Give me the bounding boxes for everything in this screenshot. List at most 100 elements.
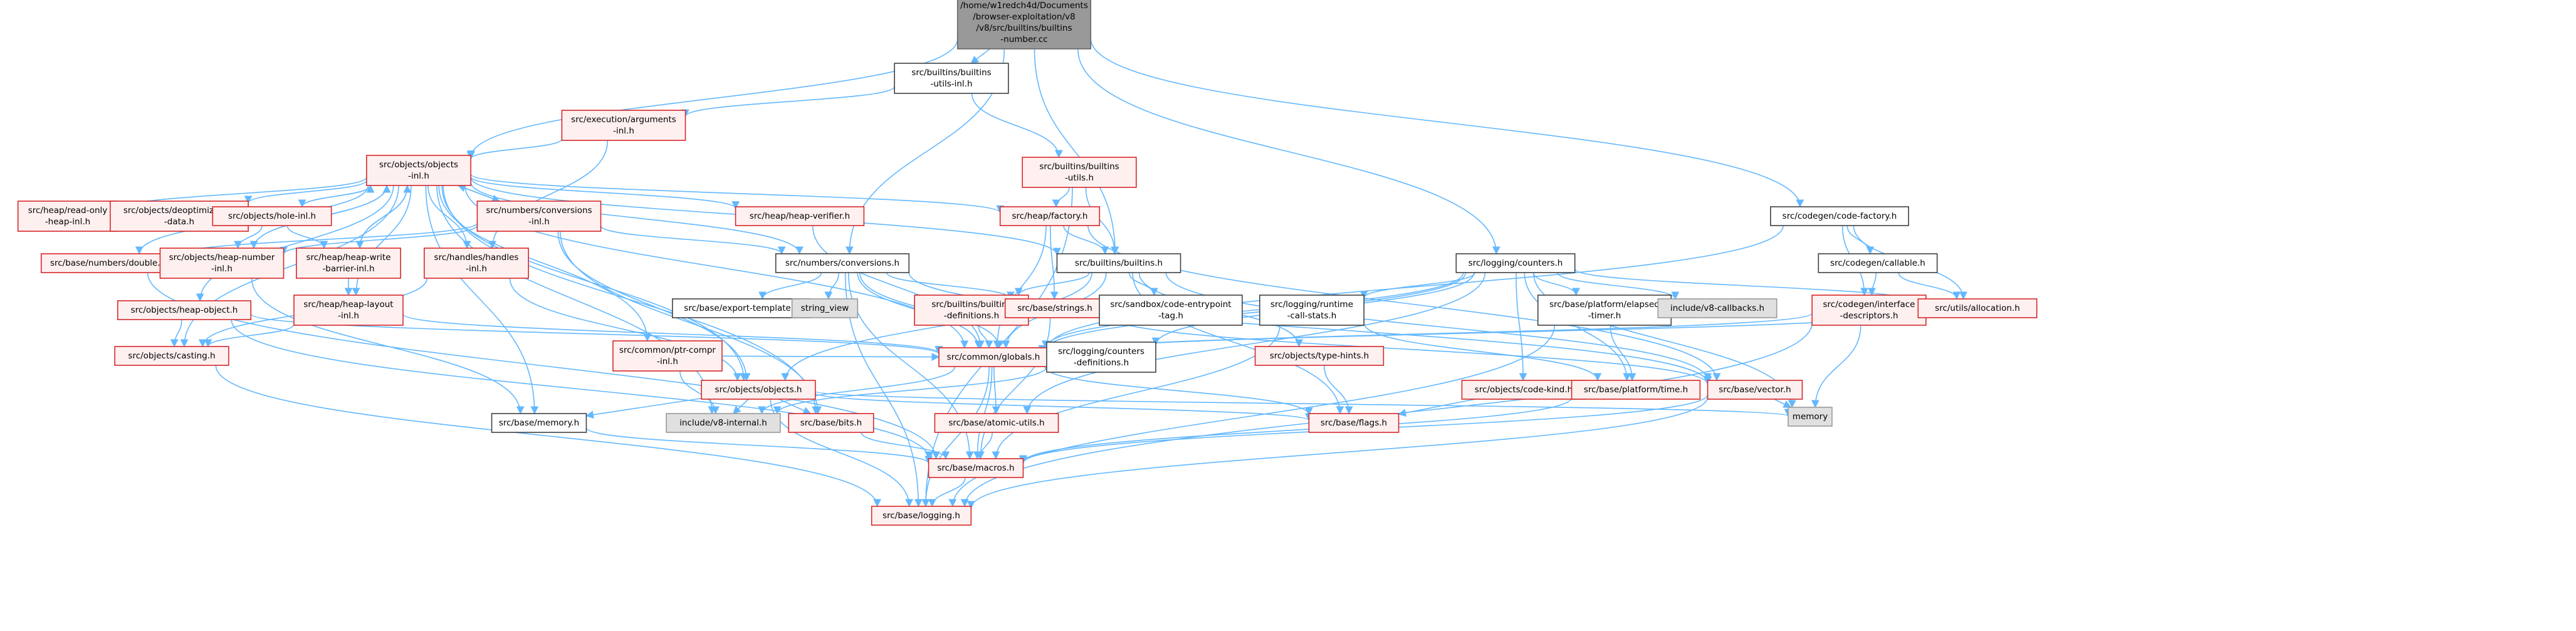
node-hole-inl[interactable]: src/objects/hole-inl.h [212, 206, 332, 226]
edge-heap-layout-to-casting [204, 324, 295, 348]
node-box [1259, 295, 1364, 326]
node-ptr-compr[interactable]: src/common/ptr-compr-inl.h [612, 340, 723, 372]
node-heap-layout[interactable]: src/heap/heap-layout-inl.h [293, 295, 404, 326]
edge-builtins-h-to-objects-h [781, 272, 1093, 382]
node-logging-h[interactable]: src/base/logging.h [871, 506, 972, 526]
node-exec-args[interactable]: src/execution/arguments-inl.h [561, 110, 686, 141]
edge-base-memory-to-macros [585, 427, 933, 464]
node-globals[interactable]: src/common/globals.h [938, 347, 1049, 367]
node-base-bits[interactable]: src/base/bits.h [788, 413, 874, 433]
node-base-memory[interactable]: src/base/memory.h [491, 413, 587, 433]
node-label: src/base/vector.h [1719, 385, 1791, 395]
edge-bu-utils-inl-to-bu-utils [971, 93, 1063, 159]
node-builtins-h[interactable]: src/builtins/builtins.h [1056, 253, 1181, 273]
node-v8-callbacks[interactable]: include/v8-callbacks.h [1657, 298, 1778, 318]
node-codegen-factory[interactable]: src/codegen/code-factory.h [1770, 206, 1909, 226]
node-string-view[interactable]: string_view [791, 298, 859, 318]
node-heap-verifier[interactable]: src/heap/heap-verifier.h [735, 206, 865, 226]
node-elapsed-timer[interactable]: src/base/platform/elapsed-timer.h [1537, 295, 1672, 326]
node-box [1308, 413, 1400, 433]
node-label: -inl.h [466, 264, 487, 274]
node-box [296, 248, 401, 279]
node-box [735, 206, 865, 226]
edges-layer [113, 38, 1967, 509]
node-box [1455, 253, 1576, 273]
edge-logging-counters-to-runtime-callstats [1359, 272, 1475, 300]
node-root: /home/w1redch4d/Documents/browser-exploi… [956, 0, 1092, 50]
node-label: src/base/macros.h [937, 463, 1014, 473]
node-vector[interactable]: src/base/vector.h [1707, 380, 1803, 400]
edge-macros-to-logging-h [928, 477, 966, 508]
edge-heap-factory-to-base-strings [1050, 225, 1059, 300]
edge-numconv-inl-to-base-bits [560, 231, 822, 415]
node-label: src/builtins/builtins [1039, 162, 1119, 172]
node-atomic-utils[interactable]: src/base/atomic-utils.h [934, 413, 1059, 433]
node-double[interactable]: src/base/numbers/double.h [40, 253, 175, 273]
node-numconv-inl[interactable]: src/numbers/conversions-inl.h [476, 201, 602, 232]
edge-bu-utils-to-builtins-h [1085, 187, 1119, 255]
node-label: src/base/numbers/double.h [50, 258, 165, 268]
node-utils-alloc[interactable]: src/utils/allocation.h [1917, 298, 2038, 318]
node-write-barrier[interactable]: src/heap/heap-write-barrier-inl.h [296, 248, 401, 279]
node-label: src/base/logging.h [882, 511, 960, 521]
node-heap-object[interactable]: src/objects/heap-object.h [117, 300, 252, 320]
edge-logging-counters-to-v8-callbacks [1557, 272, 1680, 300]
node-runtime-callstats[interactable]: src/logging/runtime-call-stats.h [1259, 295, 1364, 326]
node-label: -inl.h [657, 357, 678, 367]
node-memory-std[interactable]: memory [1788, 407, 1833, 427]
node-obj-inl[interactable]: src/objects/objects-inl.h [366, 155, 471, 186]
node-box [1461, 380, 1586, 400]
node-objects-h[interactable]: src/objects/objects.h [701, 380, 816, 400]
edge-base-strings-to-vector [1104, 314, 1712, 385]
node-box [1046, 342, 1156, 373]
node-heap-factory[interactable]: src/heap/factory.h [999, 206, 1101, 226]
edge-heap-object-to-casting [170, 319, 182, 348]
node-label: -utils.h [1065, 173, 1094, 183]
node-macros[interactable]: src/base/macros.h [928, 458, 1024, 478]
node-counters-defs[interactable]: src/logging/counters-definitions.h [1046, 342, 1156, 373]
node-box [293, 295, 404, 326]
node-heapnum-inl[interactable]: src/objects/heap-number-inl.h [159, 248, 285, 279]
edge-code-kind-to-flags [1398, 399, 1476, 417]
edge-logging-counters-to-atomic-utils [1023, 272, 1486, 415]
node-box [1770, 206, 1909, 226]
node-box [1004, 298, 1106, 318]
node-logging-counters[interactable]: src/logging/counters.h [1455, 253, 1576, 273]
node-box [928, 458, 1024, 478]
node-label: src/numbers/conversions.h [785, 258, 899, 268]
node-box [1811, 295, 1927, 326]
node-code-kind[interactable]: src/objects/code-kind.h [1461, 380, 1586, 400]
node-handles-inl[interactable]: src/handles/handles-inl.h [424, 248, 529, 279]
node-label: -barrier-inl.h [322, 264, 374, 274]
node-box [934, 413, 1059, 433]
edge-objects-h-to-v8-internal [732, 399, 749, 414]
node-flags[interactable]: src/base/flags.h [1308, 413, 1400, 433]
node-heap-readonly[interactable]: src/heap/read-only-heap-inl.h [17, 201, 118, 232]
edge-vector-to-memory-std [1774, 399, 1792, 408]
node-base-strings[interactable]: src/base/strings.h [1004, 298, 1106, 318]
node-casting[interactable]: src/objects/casting.h [114, 346, 229, 366]
node-label: src/objects/heap-object.h [131, 305, 238, 315]
node-label: -definitions.h [1074, 358, 1129, 368]
node-label: src/base/strings.h [1017, 303, 1092, 313]
node-box [212, 206, 332, 226]
node-numconv[interactable]: src/numbers/conversions.h [775, 253, 910, 273]
node-v8-internal[interactable]: include/v8-internal.h [666, 413, 781, 433]
node-platform-time[interactable]: src/base/platform/time.h [1571, 380, 1701, 400]
node-box [114, 346, 229, 366]
node-bu-utils-inl[interactable]: src/builtins/builtins-utils-inl.h [894, 63, 1009, 94]
node-bu-utils[interactable]: src/builtins/builtins-utils.h [1022, 157, 1137, 188]
node-sandbox-entry[interactable]: src/sandbox/code-entrypoint-tag.h [1099, 295, 1243, 326]
node-label: -timer.h [1588, 311, 1621, 321]
node-label: src/heap/heap-verifier.h [750, 211, 850, 221]
node-type-hints[interactable]: src/objects/type-hints.h [1254, 346, 1385, 366]
node-box [1571, 380, 1701, 400]
edge-codegen-callable-to-iface-desc [1868, 272, 1877, 296]
node-label: src/builtins/builtins.h [1075, 258, 1163, 268]
node-iface-desc[interactable]: src/codegen/interface-descriptors.h [1811, 295, 1927, 326]
node-label: src/handles/handles [434, 253, 519, 263]
node-codegen-callable[interactable]: src/codegen/callable.h [1818, 253, 1938, 273]
node-label: src/objects/hole-inl.h [228, 211, 316, 221]
node-export-template[interactable]: src/base/export-template.h [672, 298, 811, 318]
